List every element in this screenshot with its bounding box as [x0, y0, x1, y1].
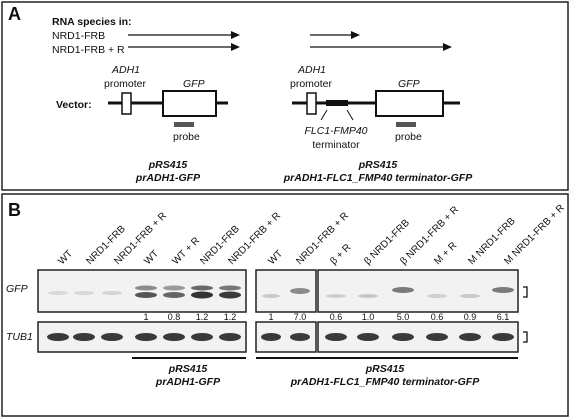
group-left-construct: prADH1-GFP — [155, 376, 221, 388]
tub1-row-label: TUB1 — [6, 331, 33, 343]
gfp-band-lane-4-lower — [135, 292, 157, 298]
tub1-band-lane-7 — [219, 333, 241, 341]
tub1-band-lane-8 — [261, 333, 281, 341]
right-probe-label: probe — [395, 131, 422, 143]
right-vector-diagram: ADH1 promoter GFP FLC1-FMP40 terminator … — [283, 64, 473, 184]
left-probe-bar — [174, 122, 194, 127]
tub1-bracket — [523, 331, 528, 343]
gfp-band-lane-6-lower — [191, 291, 213, 299]
tub1-band-lane-10 — [325, 333, 347, 341]
gfp-band-lane-7-upper — [219, 285, 241, 291]
gfp-band-lane-9 — [290, 288, 310, 294]
terminator-callout-left — [320, 109, 328, 121]
quant-lane-7: 1.2 — [224, 312, 237, 322]
gfp-band-lane-5-lower — [163, 292, 185, 298]
arrow-left-row2-head — [231, 43, 240, 51]
gfp-band-lane-11 — [358, 294, 378, 298]
right-promoter-name: ADH1 — [297, 64, 326, 76]
quant-lane-14: 0.9 — [464, 312, 477, 322]
tub1-band-lane-3 — [101, 333, 123, 341]
quant-lane-15: 6.1 — [497, 312, 510, 322]
vector-label: Vector: — [56, 99, 92, 111]
arrow-left-row1-head — [231, 31, 240, 39]
gfp-band-lane-14 — [460, 294, 480, 298]
right-gfp-box — [375, 90, 444, 117]
left-gfp-box — [162, 90, 217, 117]
quant-lane-5: 0.8 — [168, 312, 181, 322]
rna-row-2-label: NRD1-FRB + R — [52, 44, 125, 56]
tub1-band-lane-9 — [290, 333, 310, 341]
gfp-band-lane-10 — [326, 294, 346, 298]
right-gene-label: GFP — [398, 78, 420, 90]
gfp-band-lane-15 — [492, 287, 514, 293]
left-gene-label: GFP — [183, 78, 205, 90]
group-left-plasmid: pRS415 — [168, 363, 208, 375]
gfp-band-lane-1 — [48, 291, 68, 295]
left-construct-name: prADH1-GFP — [135, 172, 201, 184]
tub1-band-lane-1 — [47, 333, 69, 341]
left-vector-diagram: ADH1 promoter GFP probe pRS415 prADH1-GF… — [104, 64, 228, 184]
left-promoter-name: ADH1 — [111, 64, 140, 76]
right-construct-name: prADH1-FLC1_FMP40 terminator-GFP — [283, 172, 473, 184]
gfp-band-lane-8 — [262, 294, 280, 298]
tub1-band-lane-4 — [135, 333, 157, 341]
quantification-row: 1 0.8 1.2 1.2 1 7.0 0.6 1.0 5.0 0.6 0.9 … — [143, 312, 509, 322]
quant-lane-12: 5.0 — [397, 312, 410, 322]
gfp-bracket — [523, 286, 528, 298]
rna-species-heading: RNA species in: — [52, 16, 132, 28]
right-probe-bar — [396, 122, 416, 127]
right-promoter-box — [306, 92, 317, 115]
tub1-band-lane-14 — [459, 333, 481, 341]
gfp-bands — [48, 285, 514, 299]
tub1-bands — [47, 333, 514, 341]
gfp-band-lane-7-lower — [219, 291, 241, 299]
left-plasmid-name: pRS415 — [148, 159, 188, 171]
arrow-right-row2-head — [443, 43, 452, 51]
tub1-band-lane-2 — [73, 333, 95, 341]
gfp-row-label: GFP — [6, 283, 28, 295]
terminator-block — [326, 100, 348, 106]
gfp-band-lane-2 — [74, 291, 94, 295]
tub1-band-lane-12 — [392, 333, 414, 341]
tub1-band-lane-13 — [426, 333, 448, 341]
quant-lane-10: 0.6 — [330, 312, 343, 322]
left-promoter-box — [121, 92, 132, 115]
gfp-band-lane-3 — [102, 291, 122, 295]
gfp-band-lane-13 — [427, 294, 447, 298]
tub1-band-lane-6 — [191, 333, 213, 341]
right-promoter-word: promoter — [290, 78, 333, 90]
panel-a-frame — [1, 1, 569, 191]
arrow-right-row1-head — [351, 31, 360, 39]
right-plasmid-name: pRS415 — [358, 159, 398, 171]
tub1-band-lane-5 — [163, 333, 185, 341]
terminator-callout-right — [346, 109, 354, 121]
gfp-blot-right — [317, 269, 519, 313]
tub1-blot-right — [317, 321, 519, 353]
gfp-band-lane-6-upper — [191, 285, 213, 291]
gfp-band-lane-5-upper — [163, 285, 185, 291]
gfp-blot-left — [37, 269, 247, 313]
tub1-band-lane-11 — [357, 333, 379, 341]
terminator-name: FLC1-FMP40 — [304, 125, 367, 137]
panel-a-letter: A — [8, 4, 21, 24]
rna-arrows — [128, 31, 452, 51]
gfp-band-lane-4-upper — [135, 285, 157, 291]
left-probe-label: probe — [173, 131, 200, 143]
panel-b-letter: B — [8, 200, 21, 220]
quant-lane-13: 0.6 — [431, 312, 444, 322]
rna-row-1-label: NRD1-FRB — [52, 30, 105, 42]
group-right-plasmid: pRS415 — [365, 363, 405, 375]
group-right-construct: prADH1-FLC1_FMP40 terminator-GFP — [290, 376, 480, 388]
gfp-band-lane-12 — [392, 287, 414, 293]
quant-lane-4: 1 — [143, 312, 148, 322]
tub1-band-lane-15 — [492, 333, 514, 341]
quant-lane-9: 7.0 — [294, 312, 307, 322]
terminator-word: terminator — [312, 139, 360, 151]
quant-lane-8: 1 — [268, 312, 273, 322]
quant-lane-6: 1.2 — [196, 312, 209, 322]
quant-lane-11: 1.0 — [362, 312, 375, 322]
left-promoter-word: promoter — [104, 78, 147, 90]
